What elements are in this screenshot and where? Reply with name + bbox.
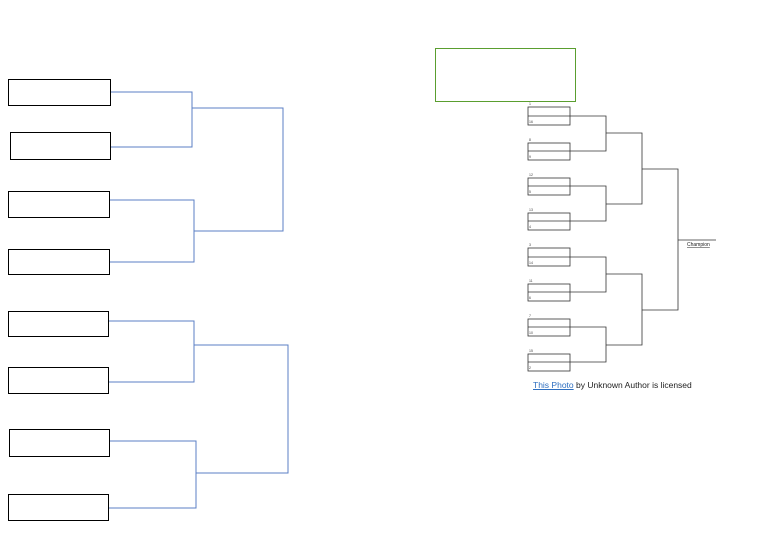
ref-seed: 7 — [529, 314, 531, 318]
ref-connector — [570, 115, 607, 152]
bracket-slot-4[interactable] — [8, 249, 110, 275]
ref-seed: 9 — [529, 155, 531, 159]
title-box[interactable] — [435, 48, 576, 102]
connector-line — [194, 344, 289, 474]
ref-slot — [527, 283, 571, 302]
ref-slot — [527, 212, 571, 231]
ref-connector — [570, 185, 607, 222]
bracket-slot-1[interactable] — [8, 79, 111, 106]
connector-line — [192, 107, 284, 232]
ref-seed: 16 — [529, 120, 533, 124]
bracket-slot-3[interactable] — [8, 191, 110, 218]
ref-seed: 3 — [529, 243, 531, 247]
connector-line — [109, 440, 197, 509]
ref-seed: 4 — [529, 225, 531, 229]
ref-connector — [642, 168, 679, 311]
bracket-slot-5[interactable] — [8, 311, 109, 337]
ref-slot — [527, 177, 571, 196]
ref-slot — [527, 318, 571, 337]
ref-seed: 1 — [529, 102, 531, 106]
ref-slot — [527, 142, 571, 161]
ref-connector — [570, 326, 607, 363]
ref-connector — [570, 256, 607, 293]
ref-connector — [606, 132, 643, 205]
bracket-slot-7[interactable] — [9, 429, 110, 457]
ref-seed: 6 — [529, 296, 531, 300]
ref-connector — [606, 273, 643, 346]
ref-slot — [527, 353, 571, 372]
ref-seed: 11 — [529, 279, 533, 283]
ref-seed: 5 — [529, 190, 531, 194]
bracket-slot-6[interactable] — [8, 367, 109, 394]
ref-seed: 15 — [529, 349, 533, 353]
bracket-slot-2[interactable] — [10, 132, 111, 160]
connector-line — [109, 320, 195, 383]
ref-seed: 10 — [529, 331, 533, 335]
ref-seed: 8 — [529, 138, 531, 142]
ref-seed: 12 — [529, 173, 533, 177]
connector-line — [111, 91, 193, 148]
photo-link[interactable]: This Photo — [533, 380, 574, 390]
ref-seed: 14 — [529, 261, 533, 265]
attribution-text: by Unknown Author is licensed — [573, 380, 692, 390]
ref-seed: 2 — [529, 366, 531, 370]
ref-seed: 13 — [529, 208, 533, 212]
ref-seed-labels: 1 16 8 9 12 5 13 4 3 14 11 6 7 10 15 2 — [529, 102, 533, 370]
ref-champion-label: Champion — [687, 242, 710, 248]
bracket-slot-8[interactable] — [8, 494, 109, 521]
image-attribution: This Photo by Unknown Author is licensed — [533, 380, 692, 390]
